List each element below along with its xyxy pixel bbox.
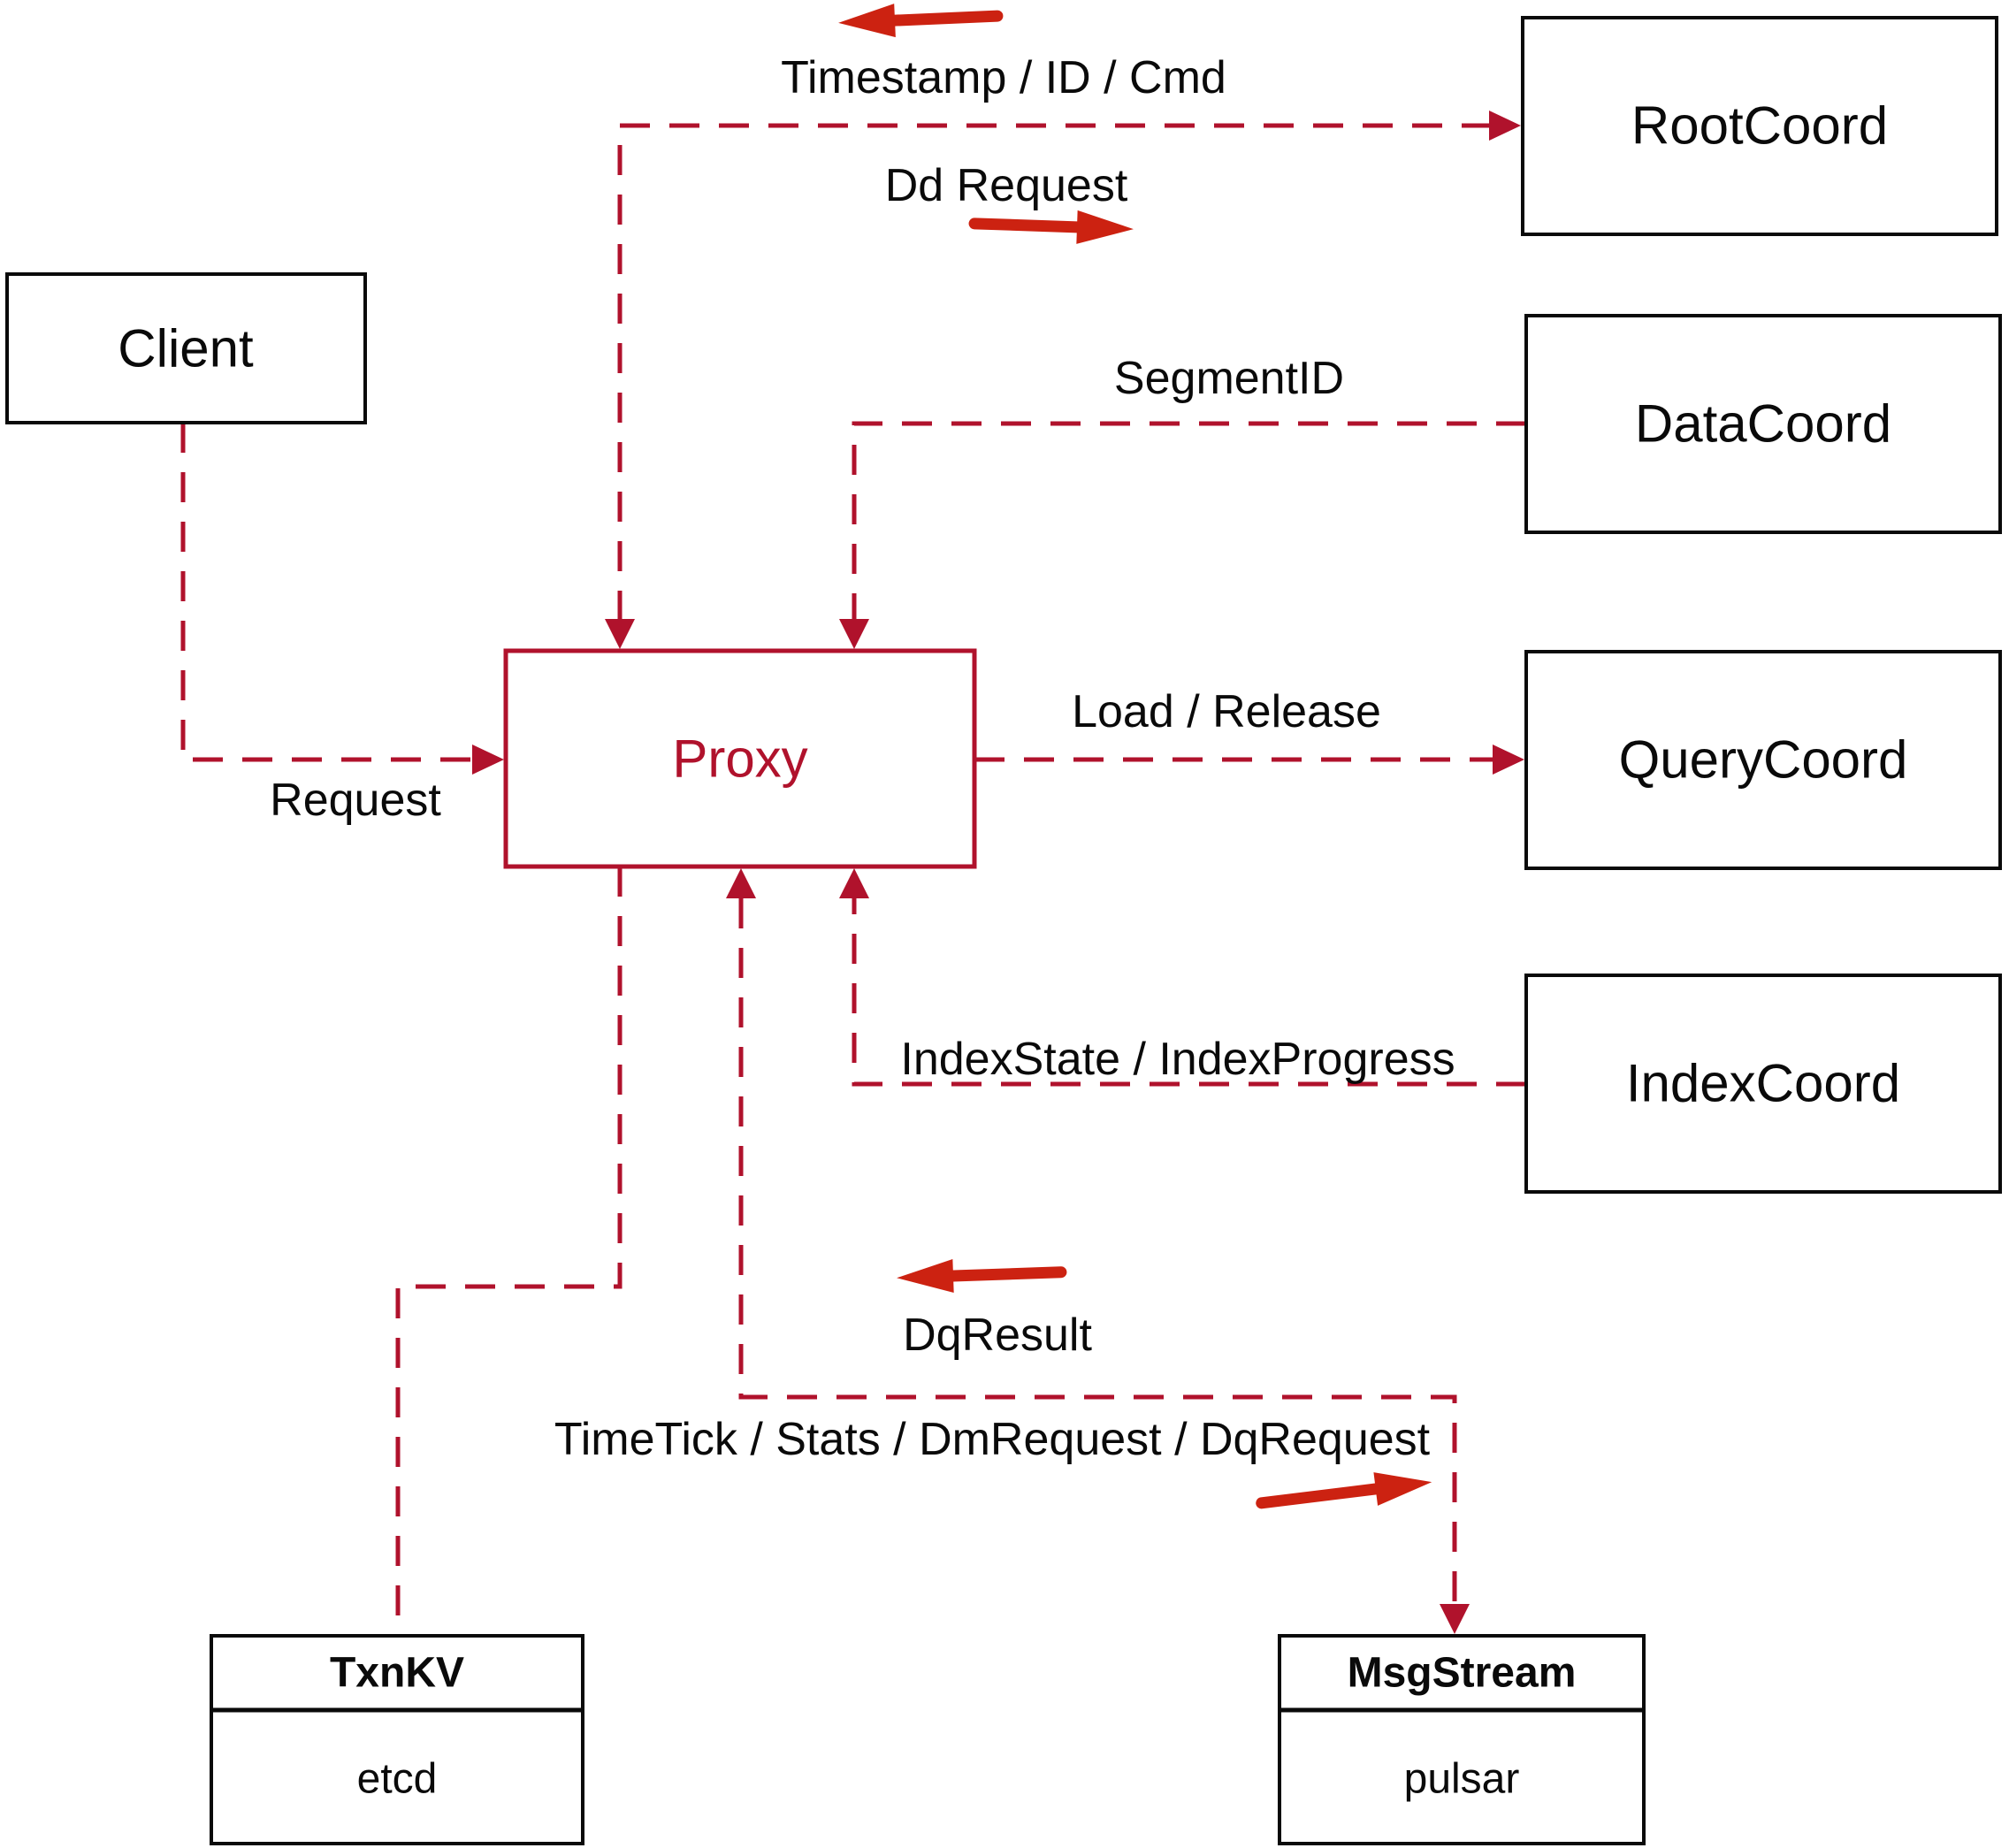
edge-label-timetick: TimeTick / Stats / DmRequest / DqRequest	[554, 1414, 1431, 1465]
edge-client-proxy	[180, 423, 474, 762]
node-datacoord: DataCoord	[1524, 314, 2002, 534]
edge-proxy-rootcoord	[617, 123, 1491, 621]
edge-label-dq-result: DqResult	[903, 1310, 1092, 1361]
msgstream-sublabel: pulsar	[1404, 1756, 1520, 1803]
txnkv-label: TxnKV	[330, 1650, 464, 1697]
direction-arrow-right-dd-request-icon	[968, 210, 1134, 244]
arrowhead-into-msgstream-icon	[1440, 1604, 1470, 1634]
arrowhead-into-proxy-top-left-icon	[605, 619, 635, 649]
node-rootcoord: RootCoord	[1521, 16, 1998, 236]
edge-proxy-txnkv	[395, 867, 623, 1634]
direction-arrow-left-timestamp-icon	[838, 4, 1004, 38]
edge-proxy-msgstream	[738, 898, 1457, 1604]
node-indexcoord: IndexCoord	[1524, 974, 2002, 1194]
arrowhead-into-proxy-left-icon	[472, 745, 504, 775]
datacoord-label: DataCoord	[1635, 394, 1891, 454]
edge-label-dd-request: Dd Request	[885, 160, 1128, 211]
direction-arrow-left-dqresult-icon	[897, 1259, 1067, 1294]
node-client: Client	[5, 272, 367, 424]
arrowhead-into-proxy-bottom-right-icon	[839, 868, 869, 898]
edge-indexcoord-proxy	[852, 898, 1526, 1087]
edge-datacoord-proxy	[852, 421, 1526, 619]
node-txnkv: TxnKV etcd	[210, 1634, 584, 1845]
rootcoord-label: RootCoord	[1631, 96, 1888, 156]
arrowhead-into-querycoord-icon	[1493, 745, 1524, 775]
node-msgstream: MsgStream pulsar	[1278, 1634, 1646, 1845]
indexcoord-label: IndexCoord	[1626, 1054, 1900, 1113]
arrowhead-into-proxy-bottom-left-icon	[726, 868, 756, 898]
proxy-label: Proxy	[672, 729, 807, 789]
node-querycoord: QueryCoord	[1524, 650, 2002, 870]
edge-label-index-state: IndexState / IndexProgress	[900, 1034, 1455, 1085]
msgstream-label: MsgStream	[1348, 1650, 1577, 1697]
node-proxy: Proxy	[503, 648, 977, 869]
edge-label-load-release: Load / Release	[1072, 686, 1381, 737]
arrowhead-into-proxy-top-right-icon	[839, 619, 869, 649]
txnkv-sublabel: etcd	[357, 1756, 438, 1803]
querycoord-label: QueryCoord	[1619, 730, 1908, 790]
edge-label-segment-id: SegmentID	[1114, 353, 1344, 404]
edge-label-request: Request	[270, 775, 441, 826]
edge-label-timestamp: Timestamp / ID / Cmd	[781, 52, 1226, 103]
direction-arrow-right-timetick-icon	[1256, 1472, 1432, 1509]
arrowhead-into-rootcoord-icon	[1489, 111, 1521, 141]
client-label: Client	[118, 319, 254, 378]
